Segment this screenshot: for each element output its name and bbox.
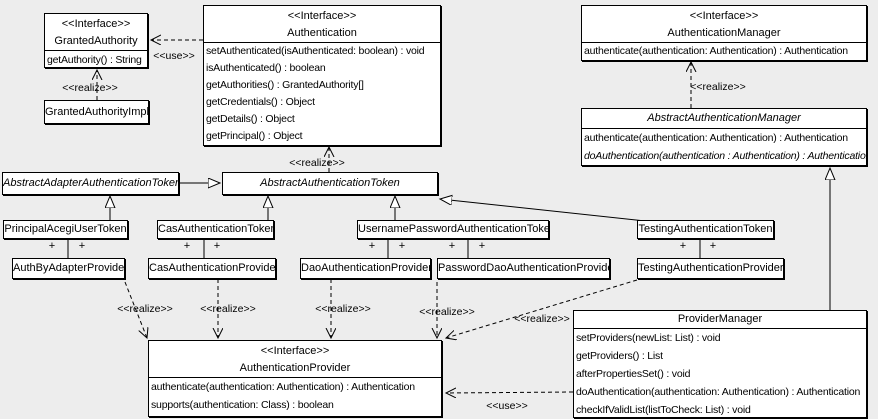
class-name: UsernamePasswordAuthenticationToken <box>358 223 549 235</box>
class-granted-authority-impl: GrantedAuthorityImpl <box>44 100 149 124</box>
use-label-provider-manager: <<use>> <box>486 400 528 412</box>
class-name: GrantedAuthority <box>54 35 138 47</box>
class-title-block: <<Interface>> AuthenticationProvider <box>149 341 441 377</box>
class-name: AbstractAuthenticationToken <box>260 177 400 189</box>
uml-method: setAuthenticated(isAuthenticated: boolea… <box>206 45 425 57</box>
methods-compartment: getAuthority() : String <box>45 50 147 67</box>
realize-label-cas-provider: <<realize>> <box>200 303 256 315</box>
uml-method: authenticate(authentication: Authenticat… <box>584 45 848 57</box>
multiplicity-plus: + <box>78 240 86 252</box>
uml-method: getAuthorities() : GrantedAuthority[] <box>206 79 364 91</box>
class-name: CasAuthenticationToken <box>158 223 274 235</box>
class-name: DaoAuthenticationProvider <box>301 262 431 274</box>
uml-method: getDetails() : Object <box>206 113 295 125</box>
multiplicity-plus: + <box>709 240 717 252</box>
class-granted-authority: <<Interface>> GrantedAuthority getAuthor… <box>44 13 148 68</box>
methods-compartment: authenticate(authentication: Authenticat… <box>582 128 866 165</box>
multiplicity-plus: + <box>398 240 406 252</box>
uml-method: getProviders() : List <box>576 350 663 362</box>
realize-label-granted-authority: <<realize>> <box>62 82 118 94</box>
class-abstract-authentication-token: AbstractAuthenticationToken <box>222 172 438 195</box>
class-title-block: <<Interface>> Authentication <box>204 6 440 42</box>
multiplicity-plus: + <box>448 240 456 252</box>
class-name: AuthByAdapterProvider <box>13 262 125 274</box>
stereotype-label: <<Interface>> <box>287 10 357 22</box>
uml-method: getCredentials() : Object <box>206 96 315 108</box>
multiplicity-plus: + <box>48 240 56 252</box>
class-name: PasswordDaoAuthenticationProvider <box>438 262 610 274</box>
class-abstract-adapter-authentication-token: AbstractAdapterAuthenticationToken <box>2 172 179 195</box>
stereotype-label: <<Interface>> <box>260 345 330 357</box>
use-label-granted-authority: <<use>> <box>153 50 195 62</box>
class-name: AuthenticationProvider <box>239 362 351 374</box>
uml-method: doAuthentication(authentication: Authent… <box>576 386 861 398</box>
class-authentication-manager: <<Interface>> AuthenticationManager auth… <box>581 5 867 61</box>
class-provider-manager: ProviderManager setProviders(newList: Li… <box>573 310 867 418</box>
uml-method: authenticate(authentication: Authenticat… <box>584 132 848 144</box>
methods-compartment: authenticate(authentication: Authenticat… <box>149 377 441 414</box>
multiplicity-plus: + <box>213 240 221 252</box>
uml-method: isAuthenticated() : boolean <box>206 62 326 74</box>
class-password-dao-authentication-provider: PasswordDaoAuthenticationProvider <box>437 258 610 279</box>
class-testing-authentication-provider: TestingAuthenticationProvider <box>637 258 784 279</box>
class-name: TestingAuthenticationProvider <box>638 262 784 274</box>
class-name: PrincipalAcegiUserToken <box>4 223 127 235</box>
stereotype-label: <<Interface>> <box>61 18 131 30</box>
class-name: CasAuthenticationProvider <box>149 262 276 274</box>
class-title-block: <<Interface>> AuthenticationManager <box>582 6 866 42</box>
class-name: GrantedAuthorityImpl <box>45 106 149 118</box>
realize-label-password-dao-provider: <<realize>> <box>419 306 475 318</box>
class-name: TestingAuthenticationToken <box>638 223 773 235</box>
class-principal-acegi-user-token: PrincipalAcegiUserToken <box>3 220 128 239</box>
uml-method: getPrincipal() : Object <box>206 130 303 142</box>
uml-method: checkIfValidList(listToCheck: List) : vo… <box>576 404 751 416</box>
realize-label-authentication-manager: <<realize>> <box>690 81 746 93</box>
class-name: AbstractAdapterAuthenticationToken <box>3 177 179 189</box>
multiplicity-plus: + <box>368 240 376 252</box>
class-name: Authentication <box>287 27 357 39</box>
multiplicity-plus: + <box>679 240 687 252</box>
class-cas-authentication-token: CasAuthenticationToken <box>157 220 274 239</box>
uml-method: doAuthentication(authentication : Authen… <box>584 150 866 162</box>
class-username-password-authentication-token: UsernamePasswordAuthenticationToken <box>357 220 549 239</box>
uml-method: getAuthority() : String <box>47 54 142 66</box>
class-title-block: <<Interface>> GrantedAuthority <box>45 14 147 50</box>
class-auth-by-adapter-provider: AuthByAdapterProvider <box>12 258 125 279</box>
realize-label-auth-by-adapter: <<realize>> <box>117 303 173 315</box>
realize-label-authentication-token: <<realize>> <box>289 157 345 169</box>
class-abstract-authentication-manager: AbstractAuthenticationManager authentica… <box>581 108 867 166</box>
class-authentication-provider: <<Interface>> AuthenticationProvider aut… <box>148 340 442 417</box>
uml-method: supports(authentication: Class) : boolea… <box>151 399 334 411</box>
class-authentication: <<Interface>> Authentication setAuthenti… <box>203 5 441 146</box>
realize-label-testing-provider: <<realize>> <box>514 313 570 325</box>
class-name: AbstractAuthenticationManager <box>647 112 801 124</box>
class-testing-authentication-token: TestingAuthenticationToken <box>637 220 774 239</box>
multiplicity-plus: + <box>478 240 486 252</box>
class-name: ProviderManager <box>677 313 763 325</box>
methods-compartment: setAuthenticated(isAuthenticated: boolea… <box>204 42 440 145</box>
multiplicity-plus: + <box>183 240 191 252</box>
methods-compartment: setProviders(newList: List) : void getPr… <box>574 328 866 417</box>
stereotype-label: <<Interface>> <box>689 10 759 22</box>
uml-method: afterPropertiesSet() : void <box>576 368 691 380</box>
methods-compartment: authenticate(authentication: Authenticat… <box>582 42 866 60</box>
uml-method: authenticate(authentication: Authenticat… <box>151 381 415 393</box>
class-title-block: AbstractAuthenticationManager <box>582 109 866 128</box>
class-dao-authentication-provider: DaoAuthenticationProvider <box>300 258 431 279</box>
class-cas-authentication-provider: CasAuthenticationProvider <box>148 258 276 279</box>
class-title-block: ProviderManager <box>574 311 866 328</box>
uml-method: setProviders(newList: List) : void <box>576 332 721 344</box>
class-name: AuthenticationManager <box>667 27 781 39</box>
realize-label-dao-provider: <<realize>> <box>315 303 371 315</box>
